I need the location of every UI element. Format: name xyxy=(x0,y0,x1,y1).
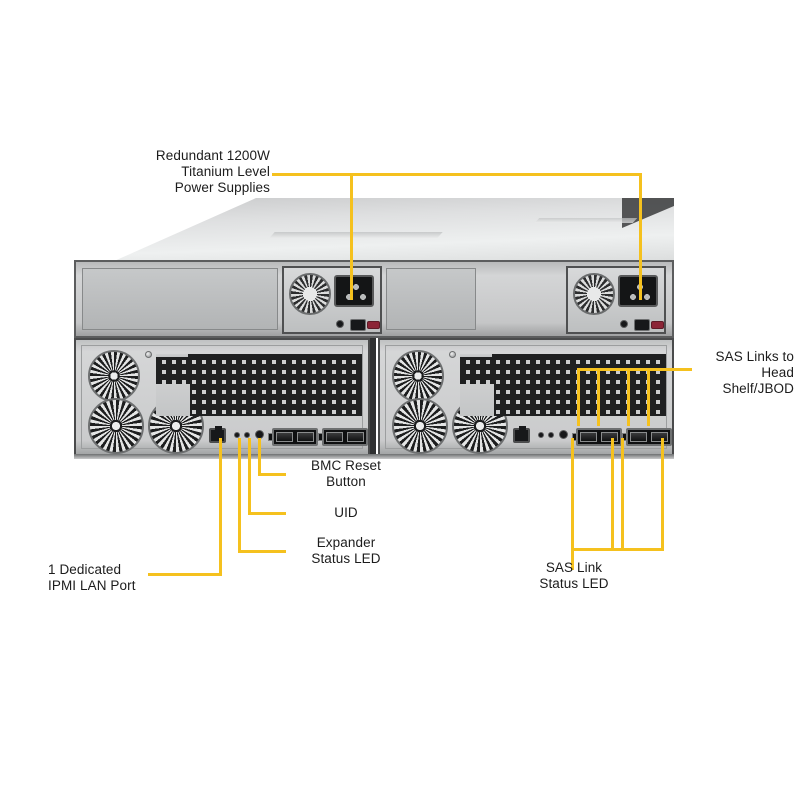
chassis-fan-right-top xyxy=(392,350,444,402)
leader-sas-links-bar xyxy=(577,368,692,371)
module-inner-border-left xyxy=(81,345,363,449)
module-vent-mask-right2 xyxy=(460,384,494,416)
sas-port-tab-right-2 xyxy=(622,433,627,441)
module-screw-left-top xyxy=(145,351,152,358)
expander-status-led-right xyxy=(538,432,544,438)
leader-power-supplies-drop-left xyxy=(350,173,353,300)
power-supply-module-1[interactable] xyxy=(282,266,382,334)
psu-bay-blank-middle xyxy=(386,268,476,330)
sas-port-pair-right-1[interactable] xyxy=(576,428,622,446)
sas-port-tab-left-2 xyxy=(318,433,323,441)
ipmi-lan-port-right[interactable] xyxy=(513,426,530,443)
server-chassis xyxy=(62,198,674,460)
leader-sas-status-tail xyxy=(571,548,574,570)
leader-expander-status-vertical xyxy=(238,438,241,553)
module-vent-mask-left xyxy=(156,354,188,357)
chassis-lid-crease-secondary xyxy=(534,218,638,223)
module-divider-gap xyxy=(370,338,376,456)
leader-bmc-reset-horizontal xyxy=(258,473,286,476)
sas-port-pair-left-1[interactable] xyxy=(272,428,318,446)
callout-sas-link-status: SAS Link Status LED xyxy=(539,560,609,591)
leader-expander-status-horizontal xyxy=(238,550,286,553)
module-vent-left xyxy=(156,354,362,416)
psu-fan-grille-1 xyxy=(289,273,331,315)
leader-sas-links-drop-1 xyxy=(577,368,580,426)
psu-release-latch-1[interactable] xyxy=(367,321,380,329)
module-vent-right xyxy=(460,354,666,416)
power-supply-module-2[interactable] xyxy=(566,266,666,334)
leader-power-supplies-drop-right xyxy=(639,173,642,300)
module-screw-right-top xyxy=(449,351,456,358)
sas-port-pair-left-2[interactable] xyxy=(322,428,368,446)
power-supply-bay-row xyxy=(74,260,674,338)
chassis-fan-left-bottom xyxy=(88,398,144,454)
psu-eject-button-2[interactable] xyxy=(634,319,650,331)
leader-ipmi-lan-horizontal xyxy=(148,573,222,576)
leader-sas-status-drop-2 xyxy=(611,438,614,550)
leader-power-supplies-horizontal xyxy=(272,173,642,176)
expander-module-right xyxy=(378,338,674,456)
expander-module-row xyxy=(74,338,674,456)
chassis-base-shadow xyxy=(74,454,674,459)
callout-power-supplies: Redundant 1200W Titanium Level Power Sup… xyxy=(155,148,270,195)
callout-uid: UID xyxy=(334,505,358,520)
expander-module-left xyxy=(74,338,370,456)
module-vent-mask-right xyxy=(460,354,492,357)
psu-release-latch-2[interactable] xyxy=(651,321,664,329)
psu-ac-inlet-1[interactable] xyxy=(334,275,374,307)
leader-ipmi-lan-vertical xyxy=(219,438,222,576)
psu-status-led-2 xyxy=(620,320,628,328)
leader-uid-horizontal xyxy=(248,512,286,515)
psu-fan-grille-2 xyxy=(573,273,615,315)
leader-sas-links-drop-2 xyxy=(597,368,600,426)
callout-ipmi-lan: 1 Dedicated IPMI LAN Port xyxy=(48,562,136,593)
chassis-fan-right-bottom xyxy=(392,398,448,454)
sas-port-tab-left-1 xyxy=(268,433,273,441)
leader-uid-vertical xyxy=(248,438,251,515)
leader-sas-status-drop-3 xyxy=(621,438,624,550)
chassis-fan-left-top xyxy=(88,350,140,402)
leader-sas-links-drop-4 xyxy=(647,368,650,426)
leader-sas-status-drop-4 xyxy=(661,438,664,550)
ipmi-lan-port-left[interactable] xyxy=(209,426,226,443)
expander-status-led-left xyxy=(234,432,240,438)
bmc-reset-button-right[interactable] xyxy=(559,430,568,439)
psu-eject-button-1[interactable] xyxy=(350,319,366,331)
leader-sas-status-bar xyxy=(571,548,664,551)
uid-led-left[interactable] xyxy=(244,432,250,438)
module-inner-border-right xyxy=(385,345,667,449)
psu-ac-inlet-2[interactable] xyxy=(618,275,658,307)
callout-bmc-reset: BMC Reset Button xyxy=(311,458,381,489)
psu-status-led-1 xyxy=(336,320,344,328)
callout-sas-links: SAS Links to Head Shelf/JBOD xyxy=(715,349,794,396)
uid-led-right[interactable] xyxy=(548,432,554,438)
leader-bmc-reset-vertical xyxy=(258,438,261,476)
leader-sas-status-drop-1 xyxy=(571,438,574,550)
psu-bay-blank-left xyxy=(82,268,278,330)
sas-port-tab-right-1 xyxy=(572,433,577,441)
callout-expander-status: Expander Status LED xyxy=(311,535,381,566)
sas-port-pair-right-2[interactable] xyxy=(626,428,672,446)
chassis-lid-crease xyxy=(269,232,443,238)
module-vent-mask-left2 xyxy=(156,384,190,416)
leader-sas-links-drop-3 xyxy=(627,368,630,426)
